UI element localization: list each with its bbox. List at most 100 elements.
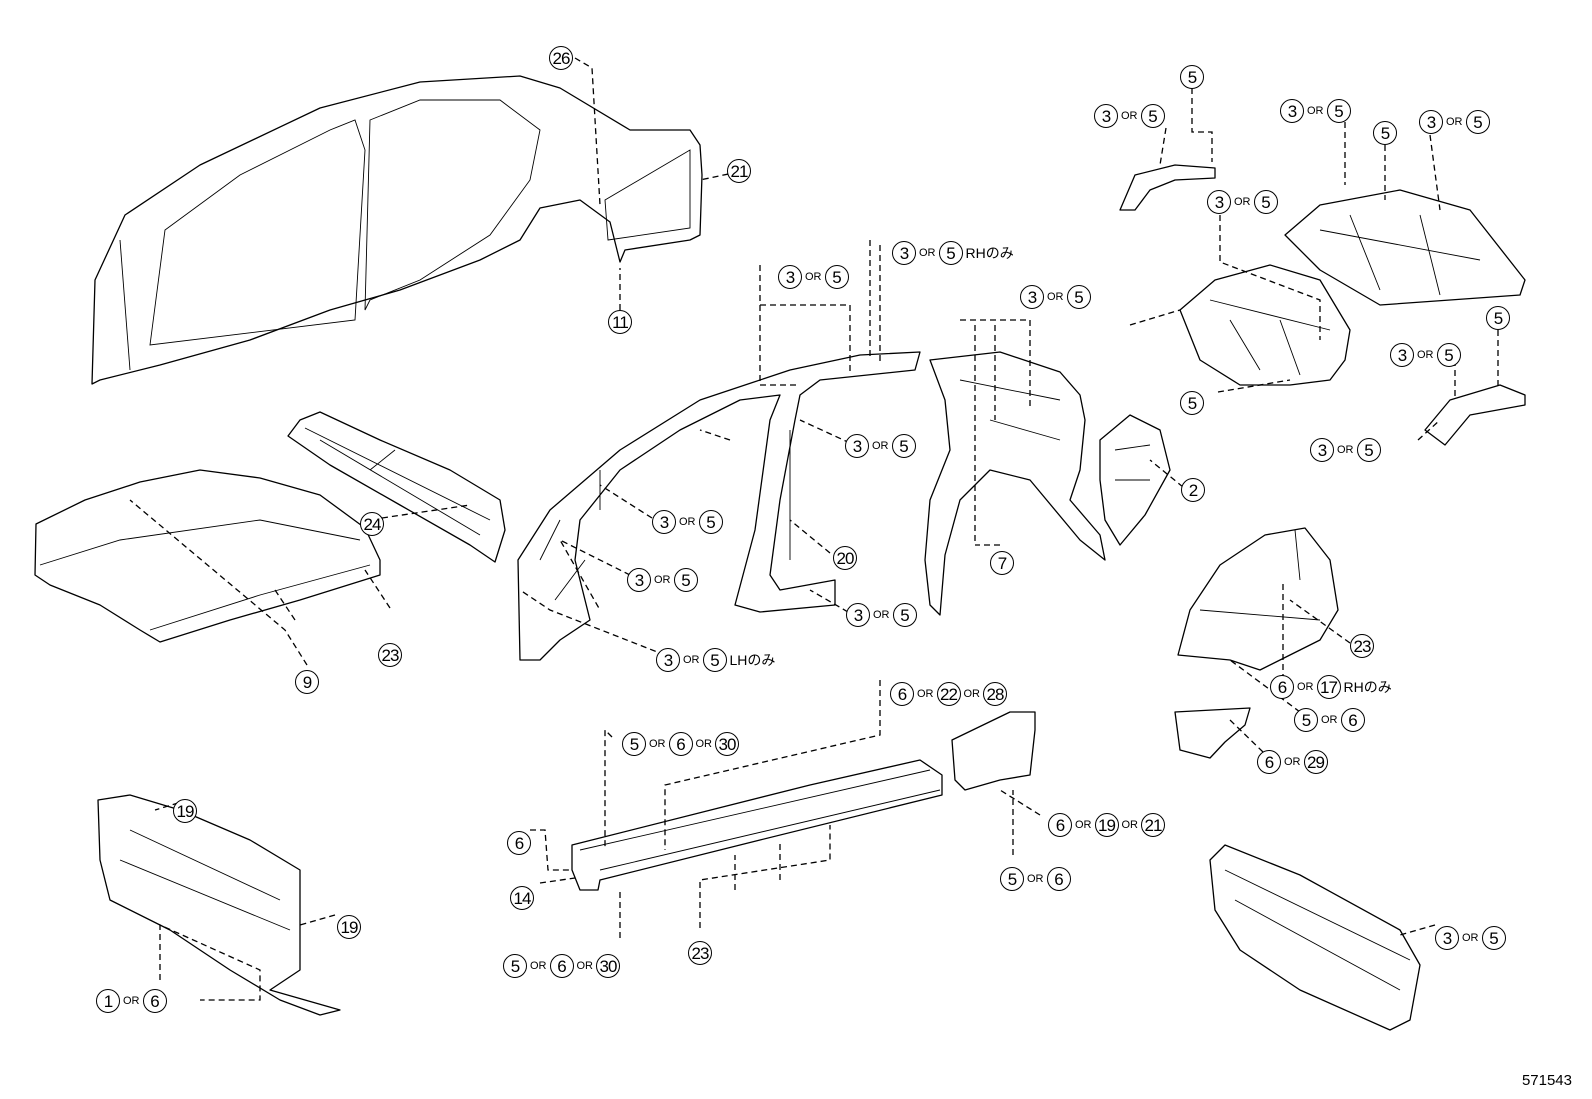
part-number-5: 5 xyxy=(1066,285,1091,309)
part-number-5: 5 xyxy=(1373,121,1397,145)
callout-11[interactable]: 11 xyxy=(608,310,632,334)
part-number-5: 5 xyxy=(1486,306,1510,330)
part-number-5: 5 xyxy=(938,241,963,265)
part-number-6: 6 xyxy=(890,682,914,706)
or-label: OR xyxy=(1121,819,1139,831)
callout-24[interactable]: 24 xyxy=(360,512,384,536)
part-number-1: 1 xyxy=(96,989,120,1013)
callout-6[interactable]: 6 xyxy=(507,831,531,855)
part-number-23: 23 xyxy=(1350,634,1374,658)
callout-5[interactable]: 5 xyxy=(1373,121,1397,145)
callout-7[interactable]: 7 xyxy=(990,551,1014,575)
part-number-3: 3 xyxy=(1310,438,1334,462)
part-number-20: 20 xyxy=(833,546,857,570)
part-number-30: 30 xyxy=(596,954,620,978)
rear-floor-upper xyxy=(1284,189,1526,306)
part-number-5: 5 xyxy=(503,954,527,978)
part-number-28: 28 xyxy=(983,682,1007,706)
or-label: OR xyxy=(1027,873,1044,885)
part-number-5: 5 xyxy=(824,265,849,289)
part-number-5: 5 xyxy=(1436,343,1461,367)
part-number-5: 5 xyxy=(1356,438,1381,462)
part-number-5: 5 xyxy=(698,510,723,534)
part-number-5: 5 xyxy=(702,648,727,672)
callout-5[interactable]: 5 xyxy=(1180,65,1204,89)
or-label: OR xyxy=(1446,116,1463,128)
callout-19[interactable]: 19 xyxy=(337,915,361,939)
part-number-6: 6 xyxy=(1340,708,1365,732)
or-label: OR xyxy=(530,960,547,972)
part-number-3: 3 xyxy=(1094,104,1118,128)
part-number-5: 5 xyxy=(622,732,646,756)
callout-20[interactable]: 20 xyxy=(833,546,857,570)
part-number-6: 6 xyxy=(668,732,693,756)
callout-9[interactable]: 9 xyxy=(295,670,319,694)
apron-bracket xyxy=(1174,707,1251,759)
callout-2[interactable]: 2 xyxy=(1181,478,1205,502)
or-label: OR xyxy=(1417,349,1434,361)
callout-5[interactable]: 5 xyxy=(1486,306,1510,330)
part-number-23: 23 xyxy=(378,643,402,667)
or-label: OR xyxy=(963,688,981,700)
part-number-3: 3 xyxy=(627,568,651,592)
callout-26[interactable]: 26 xyxy=(549,46,573,70)
callout-23[interactable]: 23 xyxy=(688,941,712,965)
part-number-6: 6 xyxy=(507,831,531,855)
part-number-5: 5 xyxy=(892,603,917,627)
callout-23[interactable]: 23 xyxy=(378,643,402,667)
part-number-5: 5 xyxy=(1180,65,1204,89)
part-number-3: 3 xyxy=(845,434,869,458)
or-label: OR xyxy=(1321,714,1338,726)
part-number-3: 3 xyxy=(1435,926,1459,950)
cowl-panel xyxy=(287,411,506,563)
part-number-5: 5 xyxy=(1000,867,1024,891)
callout-23[interactable]: 23 xyxy=(1350,634,1374,658)
part-number-24: 24 xyxy=(360,512,384,536)
part-number-5: 5 xyxy=(1326,99,1351,123)
part-number-5: 5 xyxy=(1294,708,1318,732)
part-number-14: 14 xyxy=(510,886,534,910)
callout-21[interactable]: 21 xyxy=(727,159,751,183)
or-label: OR xyxy=(649,738,666,750)
callout-5[interactable]: 5 xyxy=(1180,391,1204,415)
part-number-21: 21 xyxy=(727,159,751,183)
part-number-6: 6 xyxy=(549,954,574,978)
rh-only-note: RHのみ xyxy=(965,245,1014,261)
part-number-5: 5 xyxy=(891,434,916,458)
callout-19[interactable]: 19 xyxy=(173,799,197,823)
or-label: OR xyxy=(1284,756,1301,768)
part-number-17: 17 xyxy=(1316,675,1341,699)
part-number-26: 26 xyxy=(549,46,573,70)
part-number-6: 6 xyxy=(1257,750,1281,774)
callout-14[interactable]: 14 xyxy=(510,886,534,910)
part-number-6: 6 xyxy=(1270,675,1294,699)
hood xyxy=(34,469,381,643)
part-number-3: 3 xyxy=(1280,99,1304,123)
or-label: OR xyxy=(805,271,822,283)
front-member-bracket xyxy=(951,711,1036,791)
